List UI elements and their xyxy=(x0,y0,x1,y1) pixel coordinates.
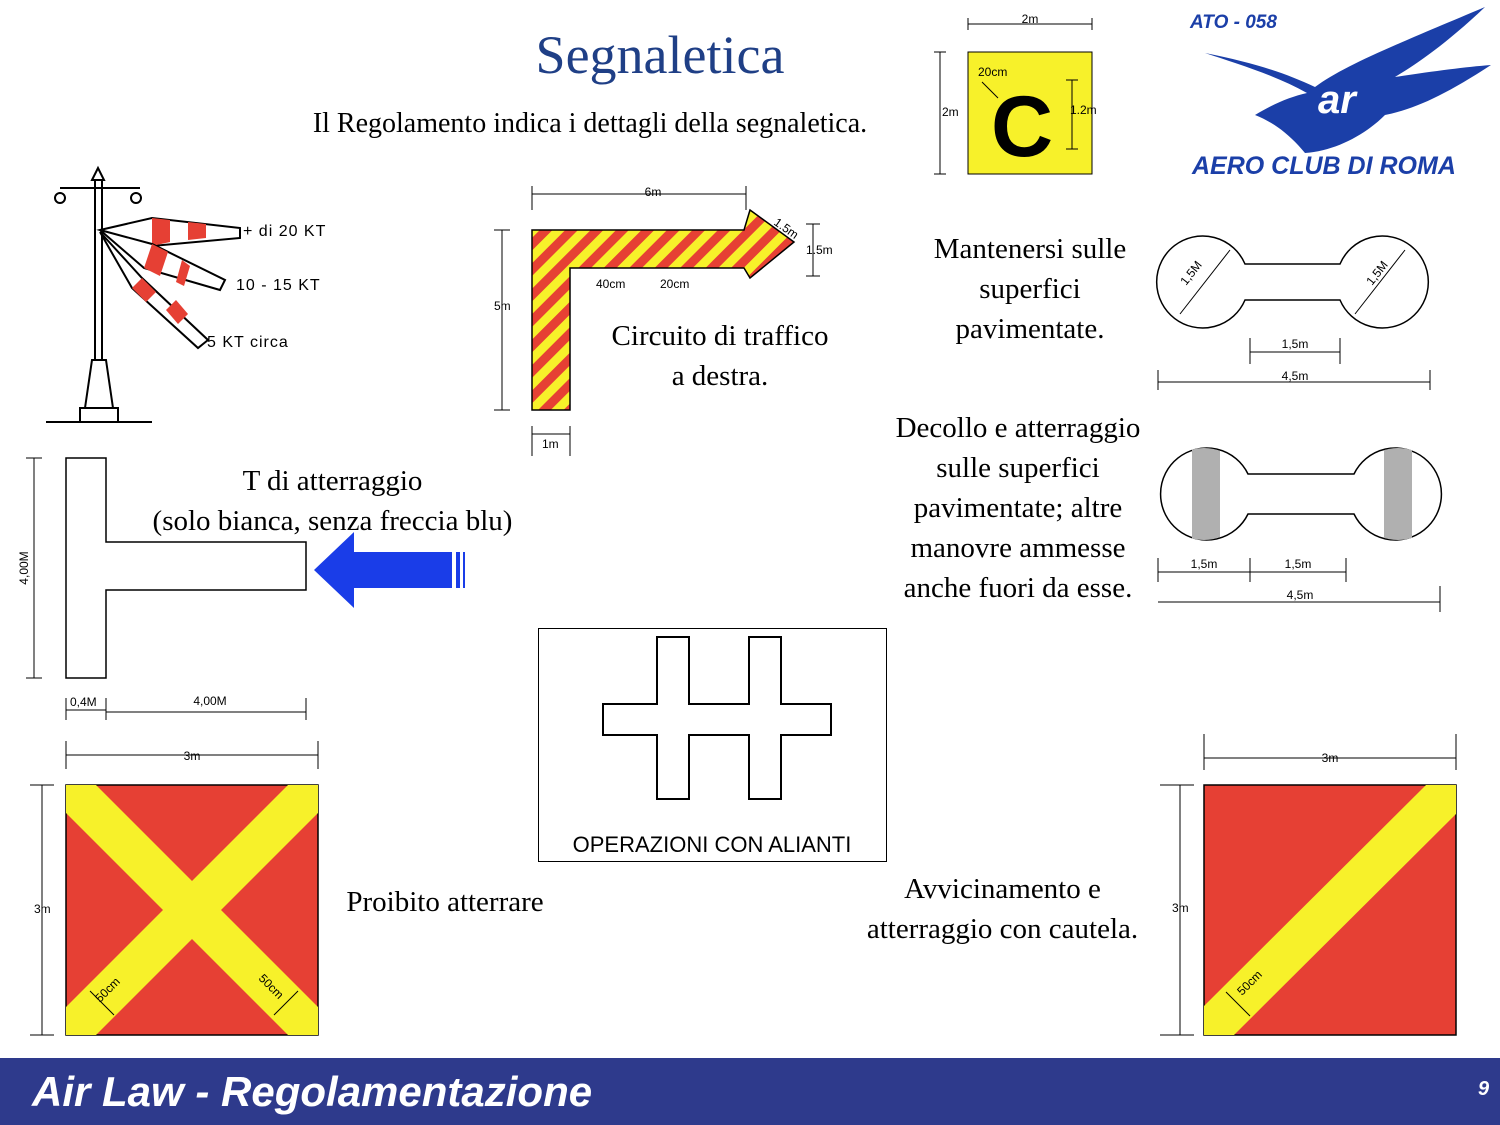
c-sign-height-label: 2m xyxy=(942,105,959,119)
no-landing-caption: Proibito atterrare xyxy=(346,886,544,918)
c-sign-width-label: 2m xyxy=(1022,14,1039,26)
c-sign-stroke-label: 20cm xyxy=(978,65,1007,79)
caution-caption: Avvicinamento e atterraggio con cautela. xyxy=(866,873,1139,945)
traffic-width-label: 1m xyxy=(542,437,559,451)
paved-only-caption: Mantenersi sulle superfici pavimentate. xyxy=(933,233,1127,345)
paved-only-diagram: 1,5M 1,5M 1,5m 4,5m xyxy=(1156,235,1431,390)
c-sign-square xyxy=(967,51,1093,175)
traffic-circuit-caption: Circuito di traffico a destra. xyxy=(611,320,829,392)
windsock-label-medium: 10 - 15 KT xyxy=(236,277,321,294)
eagle-logo-icon: ar xyxy=(1205,7,1491,153)
svg-text:ar: ar xyxy=(1318,78,1358,122)
caution-diagram: 3m 3m 50cm xyxy=(1160,734,1457,1036)
paved-takeoff-diagram: 1,5m 1,5m 4,5m xyxy=(1157,447,1443,612)
paved-takeoff-caption: Decollo e atterraggio sulle superfici pa… xyxy=(895,412,1141,604)
footer-title: Air Law - Regolamentazione xyxy=(32,1068,593,1115)
paved-only-total-label: 4,5m xyxy=(1282,369,1309,383)
traffic-stripe-a-label: 40cm xyxy=(596,277,625,291)
paved-takeoff-total-label: 4,5m xyxy=(1287,588,1314,602)
traffic-circuit-diagram: 6m 1.5m 1.5m 5m 40cm 20cm 1m xyxy=(494,185,833,456)
traffic-arrow-height-label: 1.5m xyxy=(806,243,833,257)
paved-takeoff-right-label: 1,5m xyxy=(1285,557,1312,571)
c-sign-letter: C xyxy=(991,79,1053,175)
footer-bar xyxy=(0,1058,1500,1125)
c-sign-letter-height-label: 1.2m xyxy=(1070,103,1097,117)
windsock-label-light: 5 KT circa xyxy=(207,334,289,351)
landing-t-caption: T di atterraggio (solo bianca, senza fre… xyxy=(152,465,513,537)
page-title: Segnaletica xyxy=(535,25,785,85)
no-landing-height-label: 3m xyxy=(34,902,51,916)
paved-only-bar-label: 1,5m xyxy=(1282,337,1309,351)
traffic-length-label: 6m xyxy=(645,185,662,199)
traffic-height-label: 5m xyxy=(494,299,511,313)
landing-t-stem-label: 0,4M xyxy=(70,695,97,709)
windsock-diagram: + di 20 KT 10 - 15 KT 5 KT circa xyxy=(46,165,326,423)
logo-bottom-text: AERO CLUB DI ROMA xyxy=(1192,152,1456,180)
traffic-stripe-b-label: 20cm xyxy=(660,277,689,291)
gliders-label: OPERAZIONI CON ALIANTI xyxy=(572,832,852,857)
caution-width-label: 3m xyxy=(1322,751,1339,765)
no-landing-width-label: 3m xyxy=(184,749,201,763)
windsock-label-strong: + di 20 KT xyxy=(243,223,326,240)
caution-height-label: 3m xyxy=(1172,901,1189,915)
logo-top-text: ATO - 058 xyxy=(1190,12,1277,33)
landing-t-diagram: 4,00M 0,4M 4,00M xyxy=(17,457,465,720)
c-sign-diagram: 2m 2m C 20cm 1.2m xyxy=(934,14,1097,175)
paved-takeoff-left-label: 1,5m xyxy=(1191,557,1218,571)
gliders-sign-box xyxy=(538,628,887,862)
page-subtitle: Il Regolamento indica i dettagli della s… xyxy=(312,108,868,139)
page-number: 9 xyxy=(1478,1078,1490,1100)
no-landing-diagram: 3m 3m 50cm 50cm xyxy=(30,741,319,1036)
landing-t-bar-label: 4,00M xyxy=(193,694,226,708)
double-cross-icon xyxy=(602,636,832,800)
landing-t-height-label: 4,00M xyxy=(17,551,31,584)
